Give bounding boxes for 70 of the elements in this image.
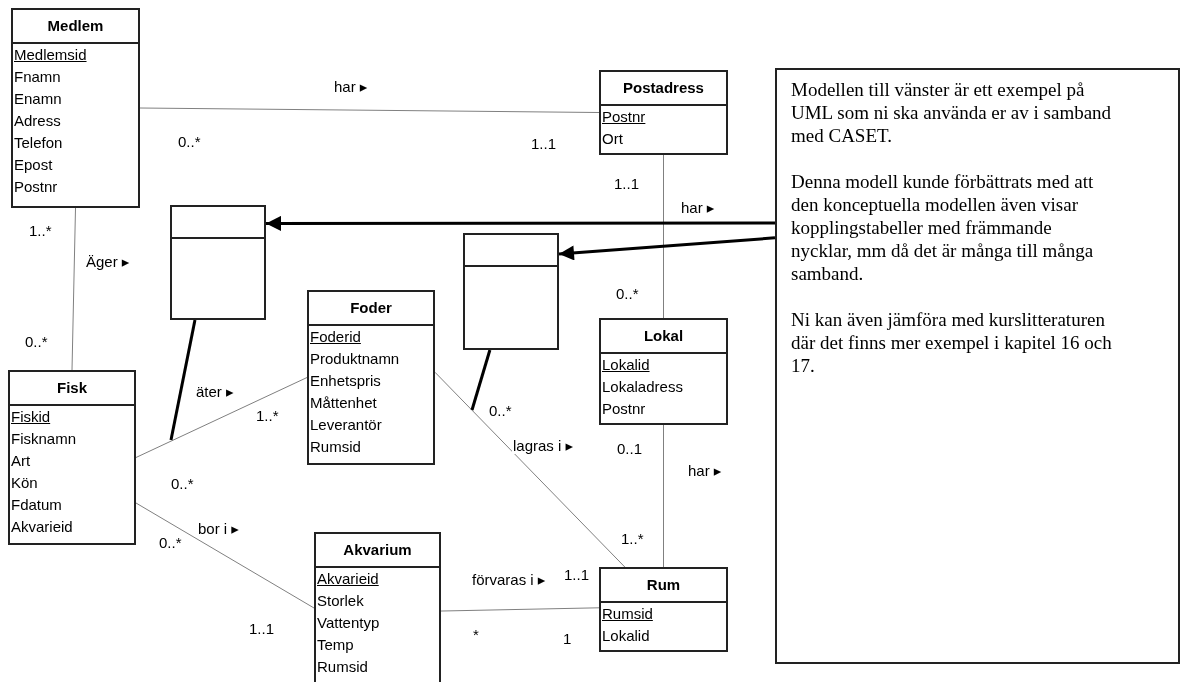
attribute-name: Telefon xyxy=(13,133,63,153)
class-box xyxy=(599,70,728,155)
edge-label: Äger ▸ xyxy=(85,253,131,270)
class-box xyxy=(8,370,136,545)
note-paragraph: Ni kan även jämföra med kurslitteraturen där det finns mer exempel i kapitel 16 och 17. xyxy=(791,308,1112,377)
primary-key-attribute: Akvarieid xyxy=(316,569,379,589)
class-box xyxy=(599,318,728,425)
attribute-name: Postnr xyxy=(601,399,646,419)
attribute-name: Vattentyp xyxy=(316,613,380,633)
association-line xyxy=(135,377,308,458)
attribute-name: Lokalid xyxy=(601,626,650,646)
attribute-name: Art xyxy=(10,451,31,471)
primary-key-attribute: Rumsid xyxy=(601,604,653,624)
association-line xyxy=(663,154,664,319)
edge-label: bor i ▸ xyxy=(197,520,240,537)
attribute-name: Rumsid xyxy=(309,437,361,457)
class-name: Akvarium xyxy=(343,541,412,559)
empty-class-box xyxy=(463,233,559,350)
attribute-name: Enamn xyxy=(13,89,62,109)
leader-line xyxy=(470,349,492,411)
attribute-name: Epost xyxy=(13,155,53,175)
attribute-name: Leverantör xyxy=(309,415,382,435)
attribute-name: Postnr xyxy=(13,177,58,197)
association-line xyxy=(71,207,76,371)
association-line xyxy=(135,502,315,609)
empty-class-box xyxy=(170,205,266,320)
class-name: Lokal xyxy=(643,327,684,345)
class-name: Medlem xyxy=(47,17,104,35)
primary-key-attribute: Fiskid xyxy=(10,407,51,427)
attribute-name: Enhetspris xyxy=(309,371,381,391)
association-line xyxy=(663,424,664,568)
class-box xyxy=(307,290,435,465)
class-box xyxy=(314,532,441,682)
attribute-name: Kön xyxy=(10,473,38,493)
attribute-name: Fisknamn xyxy=(10,429,77,449)
edge-label: lagras i ▸ xyxy=(512,437,575,454)
attribute-name: Fdatum xyxy=(10,495,62,515)
class-name: Fisk xyxy=(57,379,87,397)
association-line xyxy=(440,607,600,612)
class-name: Postadress xyxy=(623,79,704,97)
attribute-name: Lokaladress xyxy=(601,377,683,397)
association-line xyxy=(139,107,600,113)
primary-key-attribute: Lokalid xyxy=(601,355,650,375)
note-paragraph: Modellen till vänster är ett exempel på UML som ni ska använda er av i samband med CASET. xyxy=(791,78,1112,147)
edge-label: har ▸ xyxy=(333,78,369,95)
arrow xyxy=(558,236,776,261)
edge-label: har ▸ xyxy=(680,199,716,216)
attribute-name: Måttenhet xyxy=(309,393,377,413)
attribute-name: Produktnamn xyxy=(309,349,400,369)
class-box xyxy=(11,8,140,208)
arrow xyxy=(266,215,775,231)
note-paragraph: Denna modell kunde förbättrats med att den konceptuella modellen även visar kopplingstabeller med främmande nycklar, mm då det är många till många samband. xyxy=(791,170,1095,285)
attribute-name: Rumsid xyxy=(316,657,368,677)
attribute-name: Storlek xyxy=(316,591,364,611)
attribute-name: Temp xyxy=(316,635,354,655)
primary-key-attribute: Postnr xyxy=(601,107,646,127)
class-name: Rum xyxy=(646,576,681,594)
attribute-name: Fnamn xyxy=(13,67,61,87)
attribute-name: Akvarieid xyxy=(10,517,73,537)
edge-label: har ▸ xyxy=(687,462,723,479)
note-box xyxy=(775,68,1180,664)
association-line xyxy=(434,371,626,568)
class-name: Foder xyxy=(350,299,392,317)
class-box xyxy=(599,567,728,652)
attribute-name: Adress xyxy=(13,111,61,131)
leader-line xyxy=(169,319,197,441)
attribute-name: Ort xyxy=(601,129,623,149)
edge-label: förvaras i ▸ xyxy=(471,571,547,588)
primary-key-attribute: Foderid xyxy=(309,327,361,347)
primary-key-attribute: Medlemsid xyxy=(13,45,87,65)
